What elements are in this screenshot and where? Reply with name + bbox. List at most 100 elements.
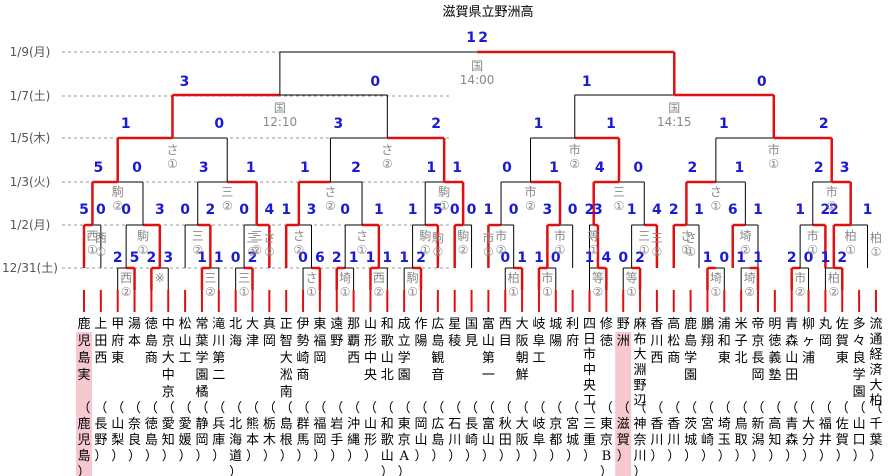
team-pref-char: 宮 bbox=[701, 416, 714, 432]
team-pref-char: ） bbox=[128, 449, 141, 464]
team-pref-char: ） bbox=[482, 449, 495, 464]
date-label-3: 1/3(火) bbox=[10, 175, 51, 189]
r2-score-left: 1 bbox=[281, 202, 291, 218]
semi-score-left: 3 bbox=[180, 74, 190, 90]
r16-score-right: 3 bbox=[840, 160, 850, 176]
team-pref-char: ） bbox=[566, 449, 579, 464]
team-entry-2: 甲府東（山梨）甲府東山梨 bbox=[111, 317, 124, 464]
r1-venue: 駒 bbox=[407, 271, 419, 285]
r2-score-left: 0 bbox=[121, 202, 131, 218]
team-name-char: 島 bbox=[145, 334, 158, 349]
team-pref-char: 山 bbox=[111, 417, 124, 432]
r2-venue: 市 bbox=[495, 228, 507, 243]
team-pref-char: 静 bbox=[195, 417, 208, 432]
highlight-column bbox=[615, 332, 632, 476]
team-pref-char: 道 bbox=[229, 449, 242, 464]
team-pref-char: ） bbox=[718, 449, 731, 464]
bye-venue-num: ② bbox=[264, 245, 275, 259]
r1-score-right: 0 bbox=[719, 250, 729, 266]
team-pref-char: （ bbox=[751, 401, 764, 416]
r2-venue: 市 bbox=[807, 228, 819, 243]
team-name-char: 経 bbox=[869, 348, 882, 363]
r2-venue-num: ② bbox=[251, 243, 262, 257]
team-name-char: 第 bbox=[212, 351, 225, 366]
team-name-char: 商 bbox=[145, 351, 158, 366]
team-pref-char: （ bbox=[785, 401, 798, 416]
bye-venue-num: ② bbox=[432, 245, 443, 259]
r2-score-right: 5 bbox=[433, 202, 443, 218]
team-name-char: 大 bbox=[869, 378, 882, 393]
r1-venue-num: ② bbox=[744, 285, 755, 299]
team-pref-char: （ bbox=[431, 401, 444, 416]
team-pref-char: （ bbox=[398, 401, 411, 416]
r1-score-right: 2 bbox=[248, 250, 258, 266]
r2-venue: 埼 bbox=[739, 229, 751, 243]
r1-score-left: 1 bbox=[534, 250, 544, 266]
r1-venue-num: ② bbox=[121, 285, 132, 299]
r16-score-left: 5 bbox=[94, 160, 104, 176]
team-name-char: 立 bbox=[398, 334, 411, 349]
r2-score-right: 2 bbox=[206, 202, 216, 218]
team-name-char: 野 bbox=[634, 378, 647, 393]
r1-score-left: 1 bbox=[366, 250, 376, 266]
team-entry-9: 北海（北海道）北海北海道 bbox=[229, 317, 242, 476]
team-pref-char: 山 bbox=[853, 417, 866, 432]
team-pref-char: （ bbox=[229, 401, 242, 416]
team-name-char: 湯 bbox=[128, 317, 141, 332]
team-pref-char: 良 bbox=[128, 432, 141, 448]
team-pref-char: （ bbox=[819, 401, 832, 416]
team-pref-char: 兵 bbox=[212, 417, 225, 432]
team-name-char: 修 bbox=[600, 317, 613, 332]
r2-venue: 駒 bbox=[137, 229, 149, 243]
r1-score-left: 1 bbox=[703, 250, 713, 266]
team-entry-1: 上田西（長野）上田西長野 bbox=[94, 317, 107, 464]
qf-venue: 市 bbox=[768, 142, 780, 157]
team-name-char: 歌 bbox=[381, 334, 394, 349]
team-name-char: 義 bbox=[768, 350, 781, 366]
r1-venue: ※ bbox=[155, 271, 165, 285]
r16-score-right: 1 bbox=[246, 160, 256, 176]
team-name-char: 日 bbox=[583, 332, 596, 347]
team-name-char: 香 bbox=[650, 317, 663, 332]
semi-score-right: 0 bbox=[370, 74, 380, 90]
team-name-char: 川 bbox=[212, 334, 225, 349]
team-pref-char: 香 bbox=[650, 417, 663, 432]
team-name-char: 学 bbox=[853, 367, 866, 383]
r2-venue-num: ② bbox=[293, 243, 304, 257]
team-pref-char: 木 bbox=[263, 433, 276, 448]
r2-score-right: 1 bbox=[374, 202, 384, 218]
team-pref-char: 香 bbox=[667, 417, 680, 432]
r1-venue: 埼 bbox=[744, 271, 756, 285]
team-name-char: 山 bbox=[381, 351, 394, 366]
r2-venue: 柏 bbox=[845, 228, 857, 243]
r2-score-right: 1 bbox=[753, 202, 763, 218]
r1-score-left: 0 bbox=[618, 250, 628, 266]
r1-venue-num: ① bbox=[710, 285, 721, 299]
team-pref-char: ） bbox=[77, 465, 90, 476]
team-pref-char: （ bbox=[212, 401, 225, 416]
team-pref-char: ） bbox=[549, 449, 562, 464]
r2-score-right: 3 bbox=[307, 202, 317, 218]
team-name-char: 洲 bbox=[617, 334, 630, 349]
qf-score-right: 0 bbox=[214, 116, 224, 132]
team-pref-char: （ bbox=[853, 401, 866, 416]
team-pref-char: ） bbox=[111, 449, 124, 464]
team-pref-char: 歌 bbox=[381, 433, 394, 448]
date-label-2: 1/5(木) bbox=[10, 131, 51, 145]
team-pref-char: （ bbox=[516, 401, 529, 416]
team-entry-23: 国見（長崎）国見長崎 bbox=[465, 317, 478, 464]
team-name-char: 陽 bbox=[414, 334, 427, 349]
r1-venue: 市 bbox=[794, 270, 806, 285]
team-pref-char: （ bbox=[836, 401, 849, 416]
team-pref-char: 潟 bbox=[751, 433, 764, 448]
team-name-char: 麻 bbox=[634, 317, 647, 332]
team-name-char: 崎 bbox=[297, 351, 310, 366]
r16-venue: 市 bbox=[826, 184, 838, 199]
team-pref-char: （ bbox=[768, 401, 781, 416]
team-pref-char: 岡 bbox=[414, 417, 427, 432]
team-pref-char: 長 bbox=[465, 417, 478, 432]
bye-venue: 三 bbox=[651, 231, 663, 245]
team-name-char: 智 bbox=[280, 334, 293, 349]
